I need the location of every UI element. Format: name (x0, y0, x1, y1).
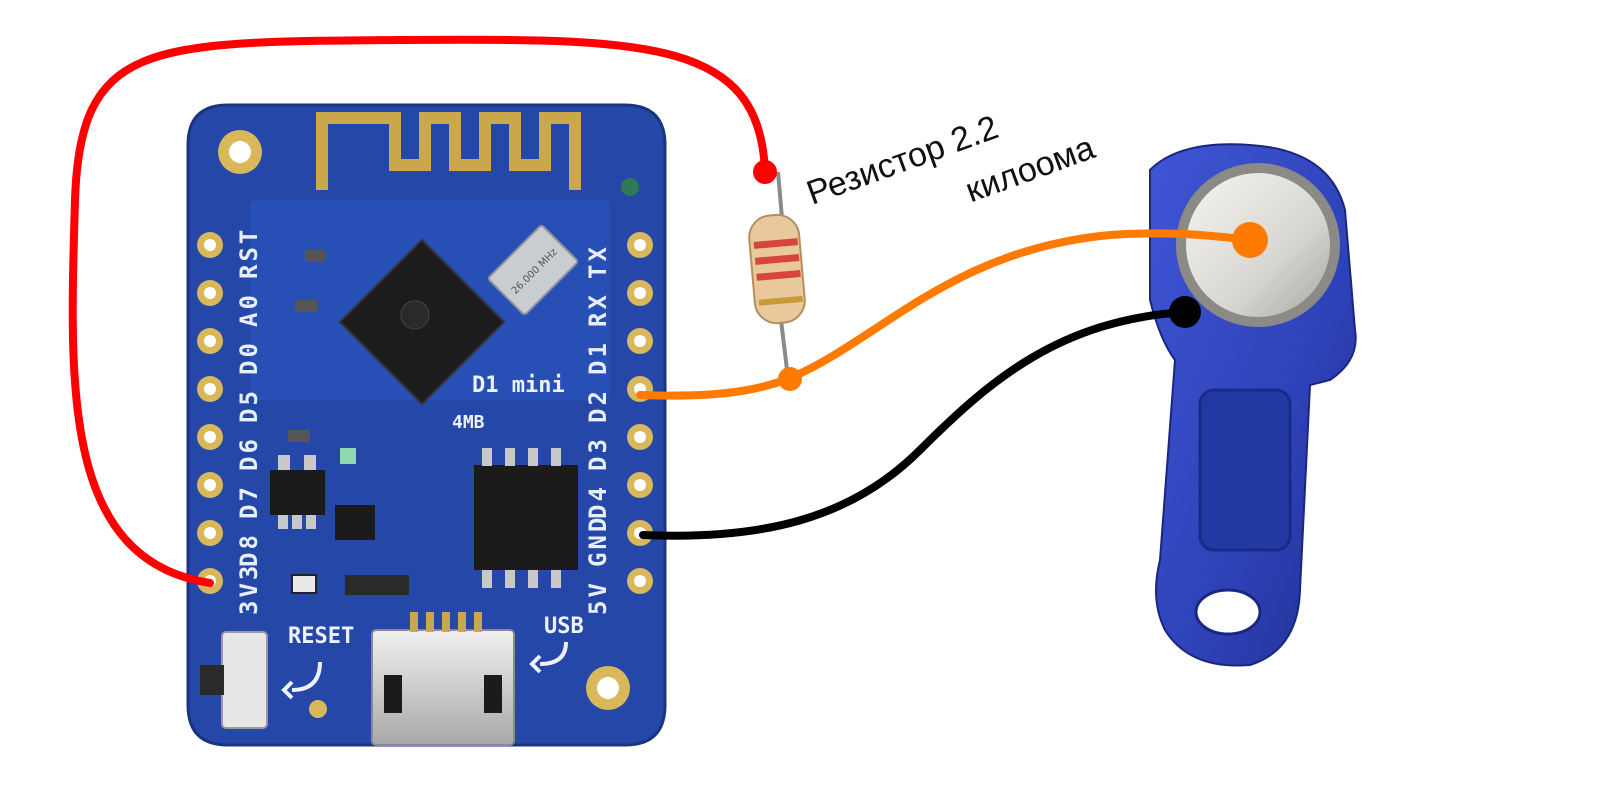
right-pin-labels: 5V GNDD4 D3 D2 D1 RX TX (584, 244, 612, 615)
pin-hole (634, 479, 646, 491)
pin-label-d1: D1 (584, 340, 612, 375)
pin-label-d5: D5 (235, 388, 263, 423)
pin-hole (634, 575, 646, 587)
key-ring-hole (1194, 588, 1262, 636)
board-name: D1 mini (472, 373, 565, 398)
pin-hole (634, 287, 646, 299)
pin-hole (204, 383, 216, 395)
pin-label-rx: RX (584, 292, 612, 327)
pin-hole (204, 431, 216, 443)
black-wire-key-contact (1169, 296, 1201, 328)
red-wire-junction (753, 160, 777, 184)
left-pin-labels: 3V3D8 D7 D6 D5 D0 A0 RST (235, 227, 263, 615)
pin-label-d4: D4 (584, 484, 612, 519)
pin-hole (204, 335, 216, 347)
resistor (748, 171, 806, 379)
pin-label-tx: TX (584, 244, 612, 279)
pin-hole (204, 287, 216, 299)
pin-label-d2: D2 (584, 388, 612, 423)
key-fob-recess (1198, 388, 1292, 552)
pin-hole (634, 335, 646, 347)
voltage-regulator (270, 455, 325, 529)
pin-hole (634, 239, 646, 251)
reset-button[interactable] (200, 631, 268, 729)
status-led (340, 448, 356, 464)
pin-hole (204, 239, 216, 251)
pin-label-d3: D3 (584, 436, 612, 471)
resistor-body (748, 213, 806, 325)
left-pin-header (197, 232, 223, 594)
pin-label-rst: RST (235, 227, 263, 279)
wifi-antenna (316, 112, 581, 190)
ibutton-key (1149, 143, 1357, 667)
micro-usb-port[interactable] (371, 612, 515, 746)
orange-wire (636, 229, 1254, 400)
smd-component (288, 430, 310, 442)
pin-label-d0: D0 (235, 340, 263, 375)
pin-label-5v: 5V (584, 580, 612, 615)
red-wire (68, 35, 769, 587)
flash-size-label: 4MB (452, 412, 485, 433)
pin-label-a0: A0 (235, 292, 263, 327)
pin-label-3v3: 3V3 (235, 563, 263, 615)
esp8266-chip (338, 238, 506, 406)
via-bottom (309, 700, 327, 718)
reset-label: RESET (288, 624, 354, 649)
pin-hole (204, 479, 216, 491)
smd-component (305, 250, 325, 262)
black-wire (639, 308, 1189, 540)
resistor-annotation: Резистор 2.2 килоома (802, 108, 1100, 212)
pin-hole (204, 527, 216, 539)
crystal-oscillator: 26.000 MHz (487, 224, 579, 316)
pin-hole (634, 431, 646, 443)
pin-label-d6: D6 (235, 436, 263, 471)
via-top-right (621, 178, 639, 196)
smd-component (335, 505, 375, 540)
usb-arrow-icon (539, 641, 568, 666)
flash-chip (474, 448, 578, 588)
pin-label-d8: D8 (235, 532, 263, 567)
orange-wire-key-contact (1232, 222, 1268, 258)
usb-label: USB (544, 614, 584, 639)
orange-wire-junction (778, 367, 802, 391)
reset-arrow-icon (291, 661, 322, 692)
smd-component (291, 574, 317, 594)
d1-mini-board: 3V3D8 D7 D6 D5 D0 A0 RST 5V GNDD4 D3 D2 D1 RX TX 26.… (186, 103, 667, 747)
pin-label-gnd: GND (584, 515, 612, 567)
diode (345, 575, 409, 595)
smd-component (295, 300, 317, 312)
pin-label-d7: D7 (235, 484, 263, 519)
